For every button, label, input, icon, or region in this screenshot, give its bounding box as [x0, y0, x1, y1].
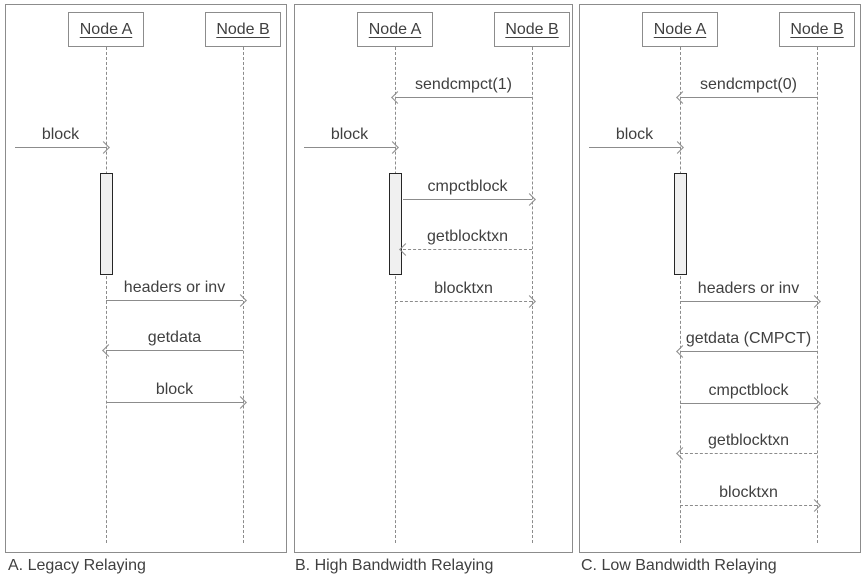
message-label: sendcmpct(1)	[415, 76, 512, 93]
message-line	[15, 147, 106, 148]
message-label: cmpctblock	[708, 382, 789, 399]
arrow-left-icon	[676, 447, 689, 460]
message-label: block	[155, 381, 194, 398]
message-line	[106, 350, 243, 351]
message-line	[680, 403, 817, 404]
arrow-right-icon	[523, 193, 536, 206]
message-block-external: block	[589, 126, 684, 154]
message-getdata: getdata	[102, 329, 243, 357]
caption-high-bandwidth-relaying: B. High Bandwidth Relaying	[295, 557, 494, 574]
node-a-label: Node A	[653, 20, 707, 38]
panel-low-bandwidth-relaying: Node A Node B sendcmpct(0) block headers…	[579, 4, 861, 553]
message-cmpctblock: cmpctblock	[680, 382, 821, 410]
arrow-right-icon	[234, 396, 247, 409]
message-getblocktxn: getblocktxn	[399, 228, 532, 256]
node-b-box: Node B	[205, 12, 281, 47]
message-label: getblocktxn	[708, 432, 789, 449]
arrow-right-icon	[97, 141, 110, 154]
message-line	[403, 199, 532, 200]
node-a-box: Node A	[68, 12, 144, 47]
node-a-label: Node A	[368, 20, 422, 38]
caption-low-bandwidth-relaying: C. Low Bandwidth Relaying	[581, 557, 777, 574]
caption-legacy-relaying: A. Legacy Relaying	[8, 557, 146, 574]
message-sendcmpct-0: sendcmpct(0)	[676, 76, 817, 104]
node-b-lifeline	[532, 47, 533, 543]
node-b-label: Node B	[216, 20, 270, 38]
message-line	[403, 249, 532, 250]
arrow-right-icon	[671, 141, 684, 154]
message-line	[680, 97, 817, 98]
node-a-box: Node A	[357, 12, 433, 47]
message-headers-or-inv: headers or inv	[680, 280, 821, 308]
node-a-activation-bar	[674, 173, 687, 275]
node-b-lifeline	[243, 47, 244, 543]
message-label: headers or inv	[123, 279, 226, 296]
arrow-right-icon	[808, 295, 821, 308]
node-a-box: Node A	[642, 12, 718, 47]
arrow-left-icon	[676, 91, 689, 104]
message-block-external: block	[15, 126, 110, 154]
node-a-lifeline	[680, 47, 681, 543]
arrow-left-icon	[391, 91, 404, 104]
panel-high-bandwidth-relaying: Node A Node B sendcmpct(1) block cmpctbl…	[294, 4, 573, 553]
message-line	[680, 301, 817, 302]
message-getdata-cmpct: getdata (CMPCT)	[676, 330, 817, 358]
message-line	[680, 505, 817, 506]
message-label: blocktxn	[719, 484, 778, 501]
arrow-left-icon	[676, 345, 689, 358]
node-a-activation-bar	[100, 173, 113, 275]
message-block-external: block	[304, 126, 399, 154]
message-line	[395, 301, 532, 302]
message-label: getblocktxn	[427, 228, 508, 245]
arrow-right-icon	[386, 141, 399, 154]
panel-legacy-relaying: Node A Node B block headers or inv getda…	[5, 4, 287, 553]
message-label: blocktxn	[434, 280, 493, 297]
node-b-label: Node B	[790, 20, 844, 38]
message-line	[395, 97, 532, 98]
node-b-box: Node B	[779, 12, 855, 47]
message-label: block	[330, 126, 369, 143]
message-line	[304, 147, 395, 148]
message-sendcmpct-1: sendcmpct(1)	[391, 76, 532, 104]
arrow-right-icon	[808, 499, 821, 512]
message-line	[680, 351, 817, 352]
node-a-lifeline	[395, 47, 396, 543]
message-line	[106, 300, 243, 301]
message-block: block	[106, 381, 247, 409]
message-getblocktxn: getblocktxn	[676, 432, 817, 460]
arrow-right-icon	[234, 294, 247, 307]
message-label: headers or inv	[697, 280, 800, 297]
message-cmpctblock: cmpctblock	[403, 178, 536, 206]
message-blocktxn: blocktxn	[680, 484, 821, 512]
message-label: block	[615, 126, 654, 143]
node-b-lifeline	[817, 47, 818, 543]
message-label: getdata	[147, 329, 202, 346]
node-a-lifeline	[106, 47, 107, 543]
arrow-right-icon	[523, 295, 536, 308]
arrow-left-icon	[102, 344, 115, 357]
message-label: getdata (CMPCT)	[685, 330, 812, 347]
message-label: sendcmpct(0)	[700, 76, 797, 93]
message-line	[106, 402, 243, 403]
message-line	[589, 147, 680, 148]
arrow-right-icon	[808, 397, 821, 410]
node-b-label: Node B	[505, 20, 559, 38]
message-label: block	[41, 126, 80, 143]
node-a-label: Node A	[79, 20, 133, 38]
message-headers-or-inv: headers or inv	[106, 279, 247, 307]
node-b-box: Node B	[494, 12, 570, 47]
message-line	[680, 453, 817, 454]
message-label: cmpctblock	[427, 178, 508, 195]
node-a-activation-bar	[389, 173, 402, 275]
message-blocktxn: blocktxn	[395, 280, 536, 308]
